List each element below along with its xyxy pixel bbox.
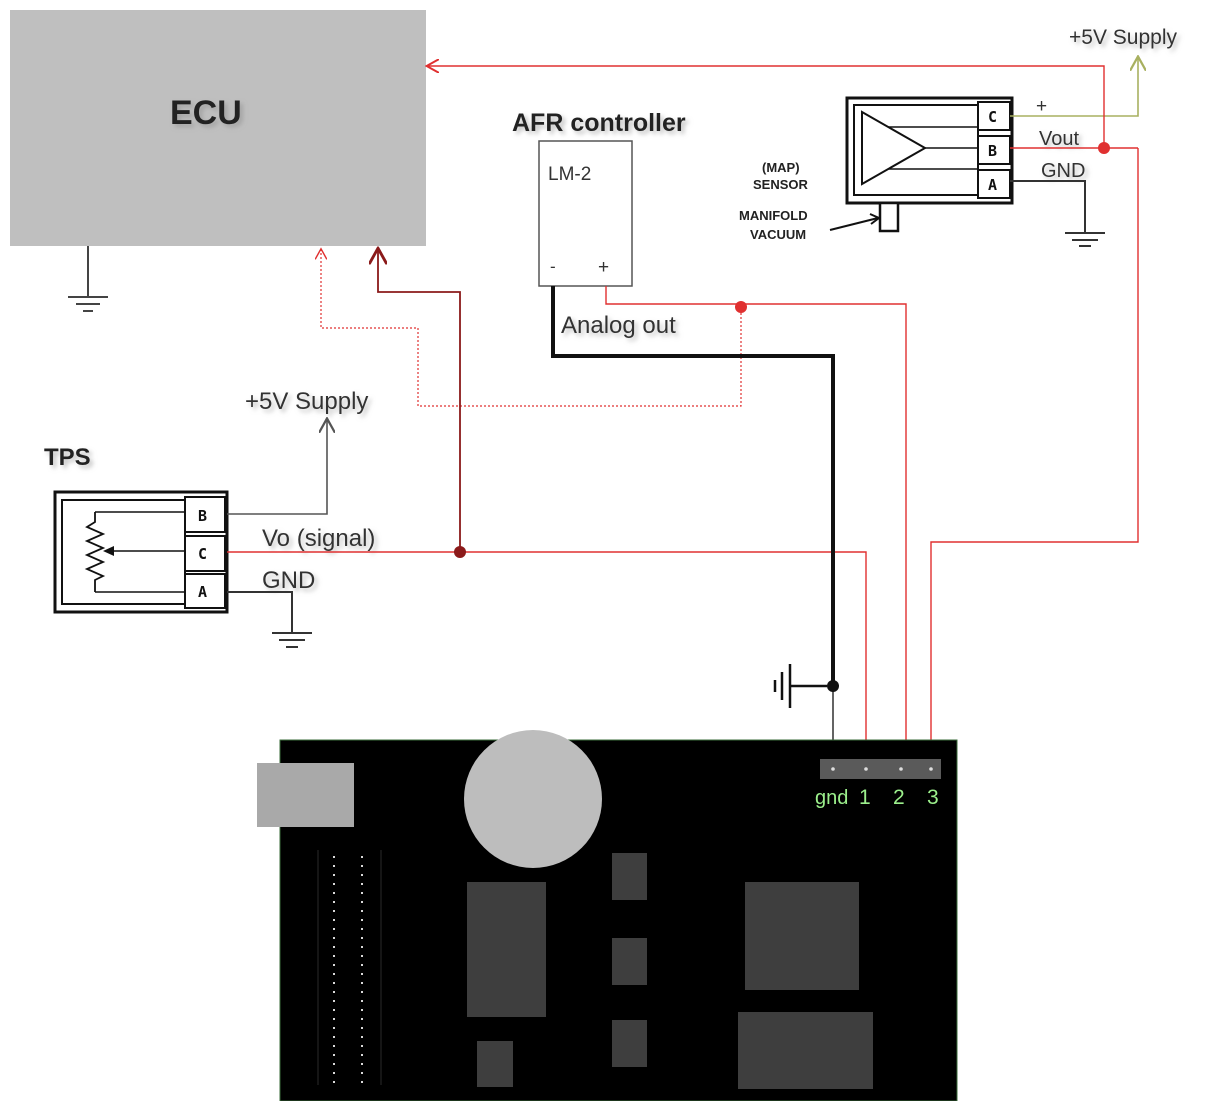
map-pin-b: B bbox=[988, 142, 997, 160]
ecu-ground-symbol bbox=[68, 246, 108, 312]
board-chip-lower bbox=[738, 1012, 873, 1089]
tps-signal-wire bbox=[227, 551, 867, 766]
vacuum-label: VACUUM bbox=[750, 227, 806, 242]
map-sensor-body bbox=[829, 96, 1014, 233]
tps-gnd-label: GND bbox=[262, 567, 315, 594]
manifold-label: MANIFOLD bbox=[739, 208, 808, 223]
tps-junction-dot bbox=[454, 546, 466, 558]
gnd-junction-dot bbox=[827, 680, 839, 692]
map-vout-label: Vout bbox=[1039, 128, 1079, 150]
afr-to-ecu-dotted-wire bbox=[321, 250, 742, 407]
lm2-ground-wire bbox=[551, 286, 835, 686]
board-header-pins bbox=[831, 767, 933, 771]
tps-pin-a: A bbox=[198, 583, 207, 601]
map-pin-a: A bbox=[988, 176, 997, 194]
board-pin-3-label: 3 bbox=[927, 786, 939, 809]
map-vout-to-board-wire bbox=[930, 148, 1139, 766]
map-supply-wire bbox=[1010, 58, 1138, 117]
map-junction-dot bbox=[1098, 142, 1110, 154]
board-chip-small-1 bbox=[612, 853, 647, 900]
board-chip-small-3 bbox=[612, 1020, 647, 1067]
tps-to-ecu-wire bbox=[378, 250, 461, 552]
board-pin-2-label: 2 bbox=[893, 786, 905, 809]
lm2-minus: - bbox=[550, 257, 556, 276]
tps-pin-c: C bbox=[198, 545, 207, 563]
lm2-to-board-wire bbox=[605, 286, 907, 766]
afr-junction-dot bbox=[735, 301, 747, 313]
board-chip-small-2 bbox=[612, 938, 647, 985]
map-sensor-label-1: (MAP) bbox=[762, 160, 800, 175]
tps-ground-symbol bbox=[227, 591, 312, 648]
tps-title: TPS bbox=[44, 444, 91, 471]
board-cap bbox=[464, 730, 602, 868]
board-header bbox=[820, 759, 941, 779]
board-pin-gnd-label: gnd bbox=[815, 787, 848, 809]
tps-supply-label: +5V Supply bbox=[245, 388, 368, 415]
ecu-label: ECU bbox=[170, 94, 242, 132]
map-vout-to-ecu-wire bbox=[428, 66, 1105, 148]
board-pin-strip bbox=[317, 850, 382, 1085]
lm2-box bbox=[538, 140, 633, 287]
lm2-plus: + bbox=[598, 257, 609, 278]
tps-pin-b: B bbox=[198, 507, 207, 525]
map-supply-label: +5V Supply bbox=[1069, 26, 1177, 49]
map-ground-symbol bbox=[1010, 180, 1105, 247]
tps-body bbox=[53, 490, 229, 614]
board-ground-symbol bbox=[773, 664, 827, 708]
map-gnd-label: GND bbox=[1041, 160, 1085, 182]
analog-out-label: Analog out bbox=[561, 312, 676, 339]
board-chip-main bbox=[745, 882, 859, 990]
board-pin-1-label: 1 bbox=[859, 786, 871, 809]
tps-signal-label: Vo (signal) bbox=[262, 525, 375, 552]
map-sensor-label-2: SENSOR bbox=[753, 177, 809, 192]
afr-title: AFR controller bbox=[512, 109, 686, 137]
lm2-label: LM-2 bbox=[548, 164, 591, 185]
tps-supply-wire bbox=[227, 420, 327, 515]
ecu-box bbox=[10, 10, 426, 246]
map-plus-label: + bbox=[1036, 96, 1047, 117]
board-chip-left bbox=[467, 882, 546, 1017]
board-chip-small-4 bbox=[477, 1041, 513, 1087]
usb-connector bbox=[257, 763, 354, 827]
map-pin-c: C bbox=[988, 108, 997, 126]
